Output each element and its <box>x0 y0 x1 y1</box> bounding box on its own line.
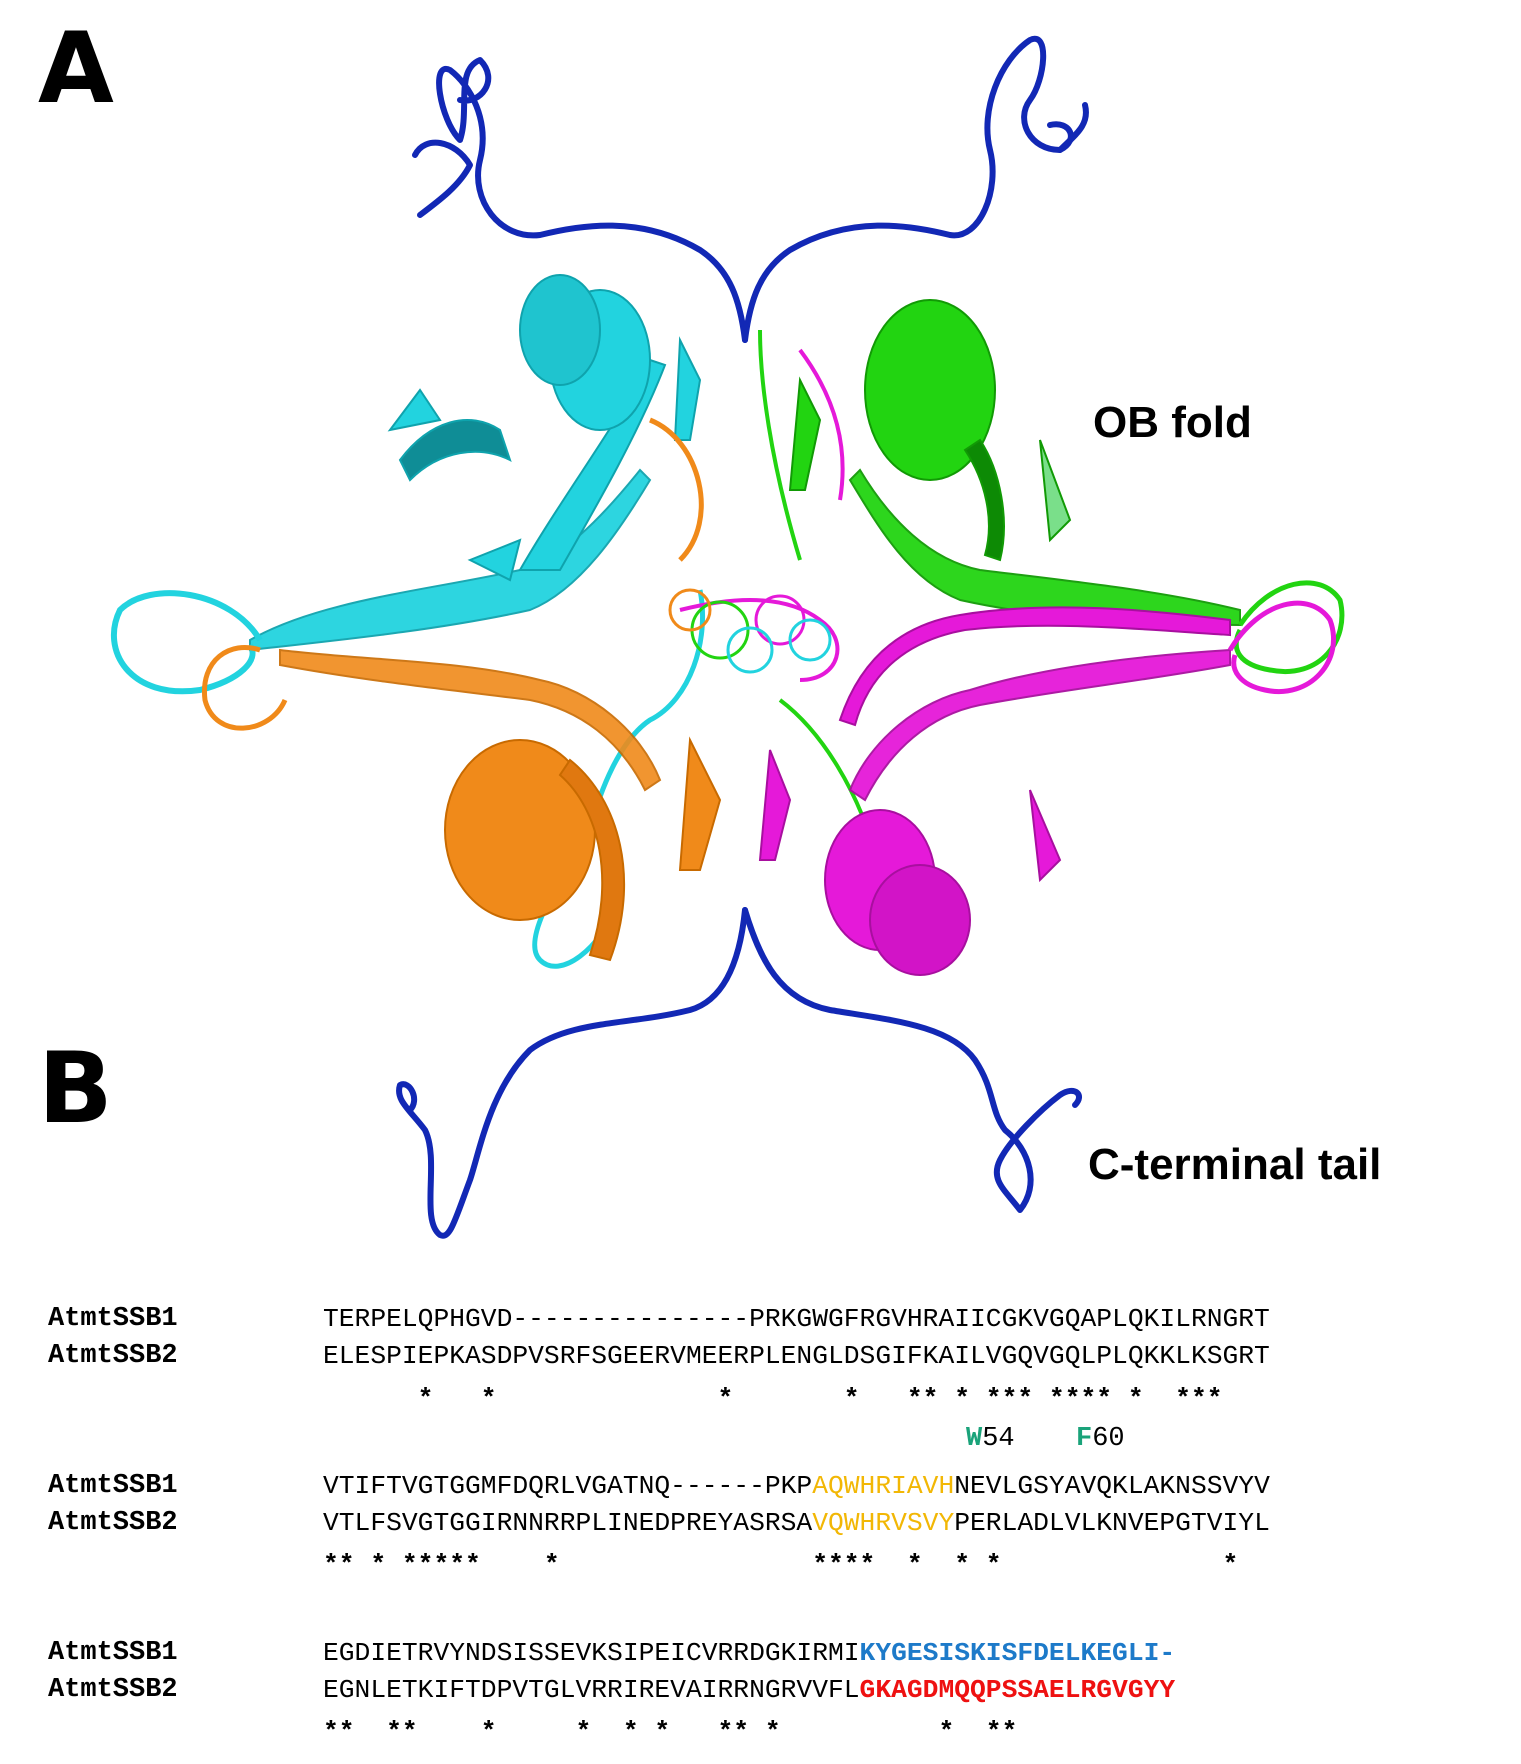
residue-f-letter: F <box>1076 1424 1093 1454</box>
block2-ssb1-post: NEVLGSYAVQKLAKNSSVYV <box>954 1471 1270 1501</box>
central-loops <box>668 588 832 674</box>
block2-ssb1-pre: VTIFTVGTGGMFDQRLVGATNQ------PKP <box>323 1471 813 1501</box>
block2-ssb1-highlight: AQWHRIAVH <box>812 1471 955 1501</box>
block3-ssb1-name: AtmtSSB1 <box>48 1638 178 1668</box>
block2-ssb2-highlight: VQWHRVSVY <box>812 1508 955 1538</box>
block1-conservation-stars: * * * * ** * *** **** * *** <box>323 1384 1223 1414</box>
panel-b-label: B <box>38 1032 113 1146</box>
block3-ssb2-highlight: GKAGDMQQPSSAELRGVGYY <box>859 1675 1176 1705</box>
residue-f-number: 60 <box>1092 1424 1125 1454</box>
residue-w54-marker: W54 <box>966 1424 1015 1454</box>
ob-fold-label: OB fold <box>1093 398 1252 447</box>
c-terminal-tail-label: C-terminal tail <box>1088 1140 1382 1189</box>
protein-structure-ribbon <box>110 35 1345 1239</box>
block3-ssb1-highlight: KYGESISKISFDELKEGLI- <box>859 1638 1176 1668</box>
c-terminal-tail-bottom <box>396 907 1082 1239</box>
block1-ssb2-name: AtmtSSB2 <box>48 1341 178 1371</box>
subunit-cyan <box>110 274 706 969</box>
residue-f60-marker: F60 <box>1076 1424 1125 1454</box>
residue-w-number: 54 <box>982 1424 1015 1454</box>
subunit-green <box>758 299 1345 871</box>
subunit-magenta <box>679 348 1337 976</box>
c-terminal-tail-top <box>412 35 1089 343</box>
subunit-orange <box>201 417 722 962</box>
block1-ssb2-sequence: ELESPIEPKASDPVSRFSGEERVMEERPLENGLDSGIFKA… <box>323 1341 1270 1371</box>
block2-ssb2-pre: VTLFSVGTGGIRNNRRPLINEDPREYASRSA <box>323 1508 813 1538</box>
block2-ssb2-post: PERLADLVLKNVEPGTVIYL <box>954 1508 1270 1538</box>
block3-ssb2-sequence: EGNLETKIFTDPVTGLVRRIREVAIRRNGRVVFLGKAGDM… <box>323 1677 1175 1703</box>
block3-ssb1-sequence: EGDIETRVYNDSISSEVKSIPEICVRRDGKIRMIKYGESI… <box>323 1640 1175 1666</box>
panel-a-label: A <box>38 12 114 126</box>
block3-conservation-stars: ** ** * * * * ** * * ** <box>323 1717 1018 1747</box>
block2-ssb2-name: AtmtSSB2 <box>48 1508 178 1538</box>
block1-ssb1-sequence: TERPELQPHGVD---------------PRKGWGFRGVHRA… <box>323 1304 1270 1334</box>
block3-ssb1-pre: EGDIETRVYNDSISSEVKSIPEICVRRDGKIRMI <box>323 1638 860 1668</box>
block3-ssb2-name: AtmtSSB2 <box>48 1675 178 1705</box>
block2-conservation-stars: ** * ***** * **** * * * * <box>323 1550 1239 1580</box>
block2-ssb1-name: AtmtSSB1 <box>48 1471 178 1501</box>
block2-ssb2-sequence: VTLFSVGTGGIRNNRRPLINEDPREYASRSAVQWHRVSVY… <box>323 1510 1270 1536</box>
block2-ssb1-sequence: VTIFTVGTGGMFDQRLVGATNQ------PKPAQWHRIAVH… <box>323 1473 1270 1499</box>
residue-w-letter: W <box>966 1424 983 1454</box>
block3-ssb2-pre: EGNLETKIFTDPVTGLVRRIREVAIRRNGRVVFL <box>323 1675 860 1705</box>
block1-ssb1-name: AtmtSSB1 <box>48 1304 178 1334</box>
